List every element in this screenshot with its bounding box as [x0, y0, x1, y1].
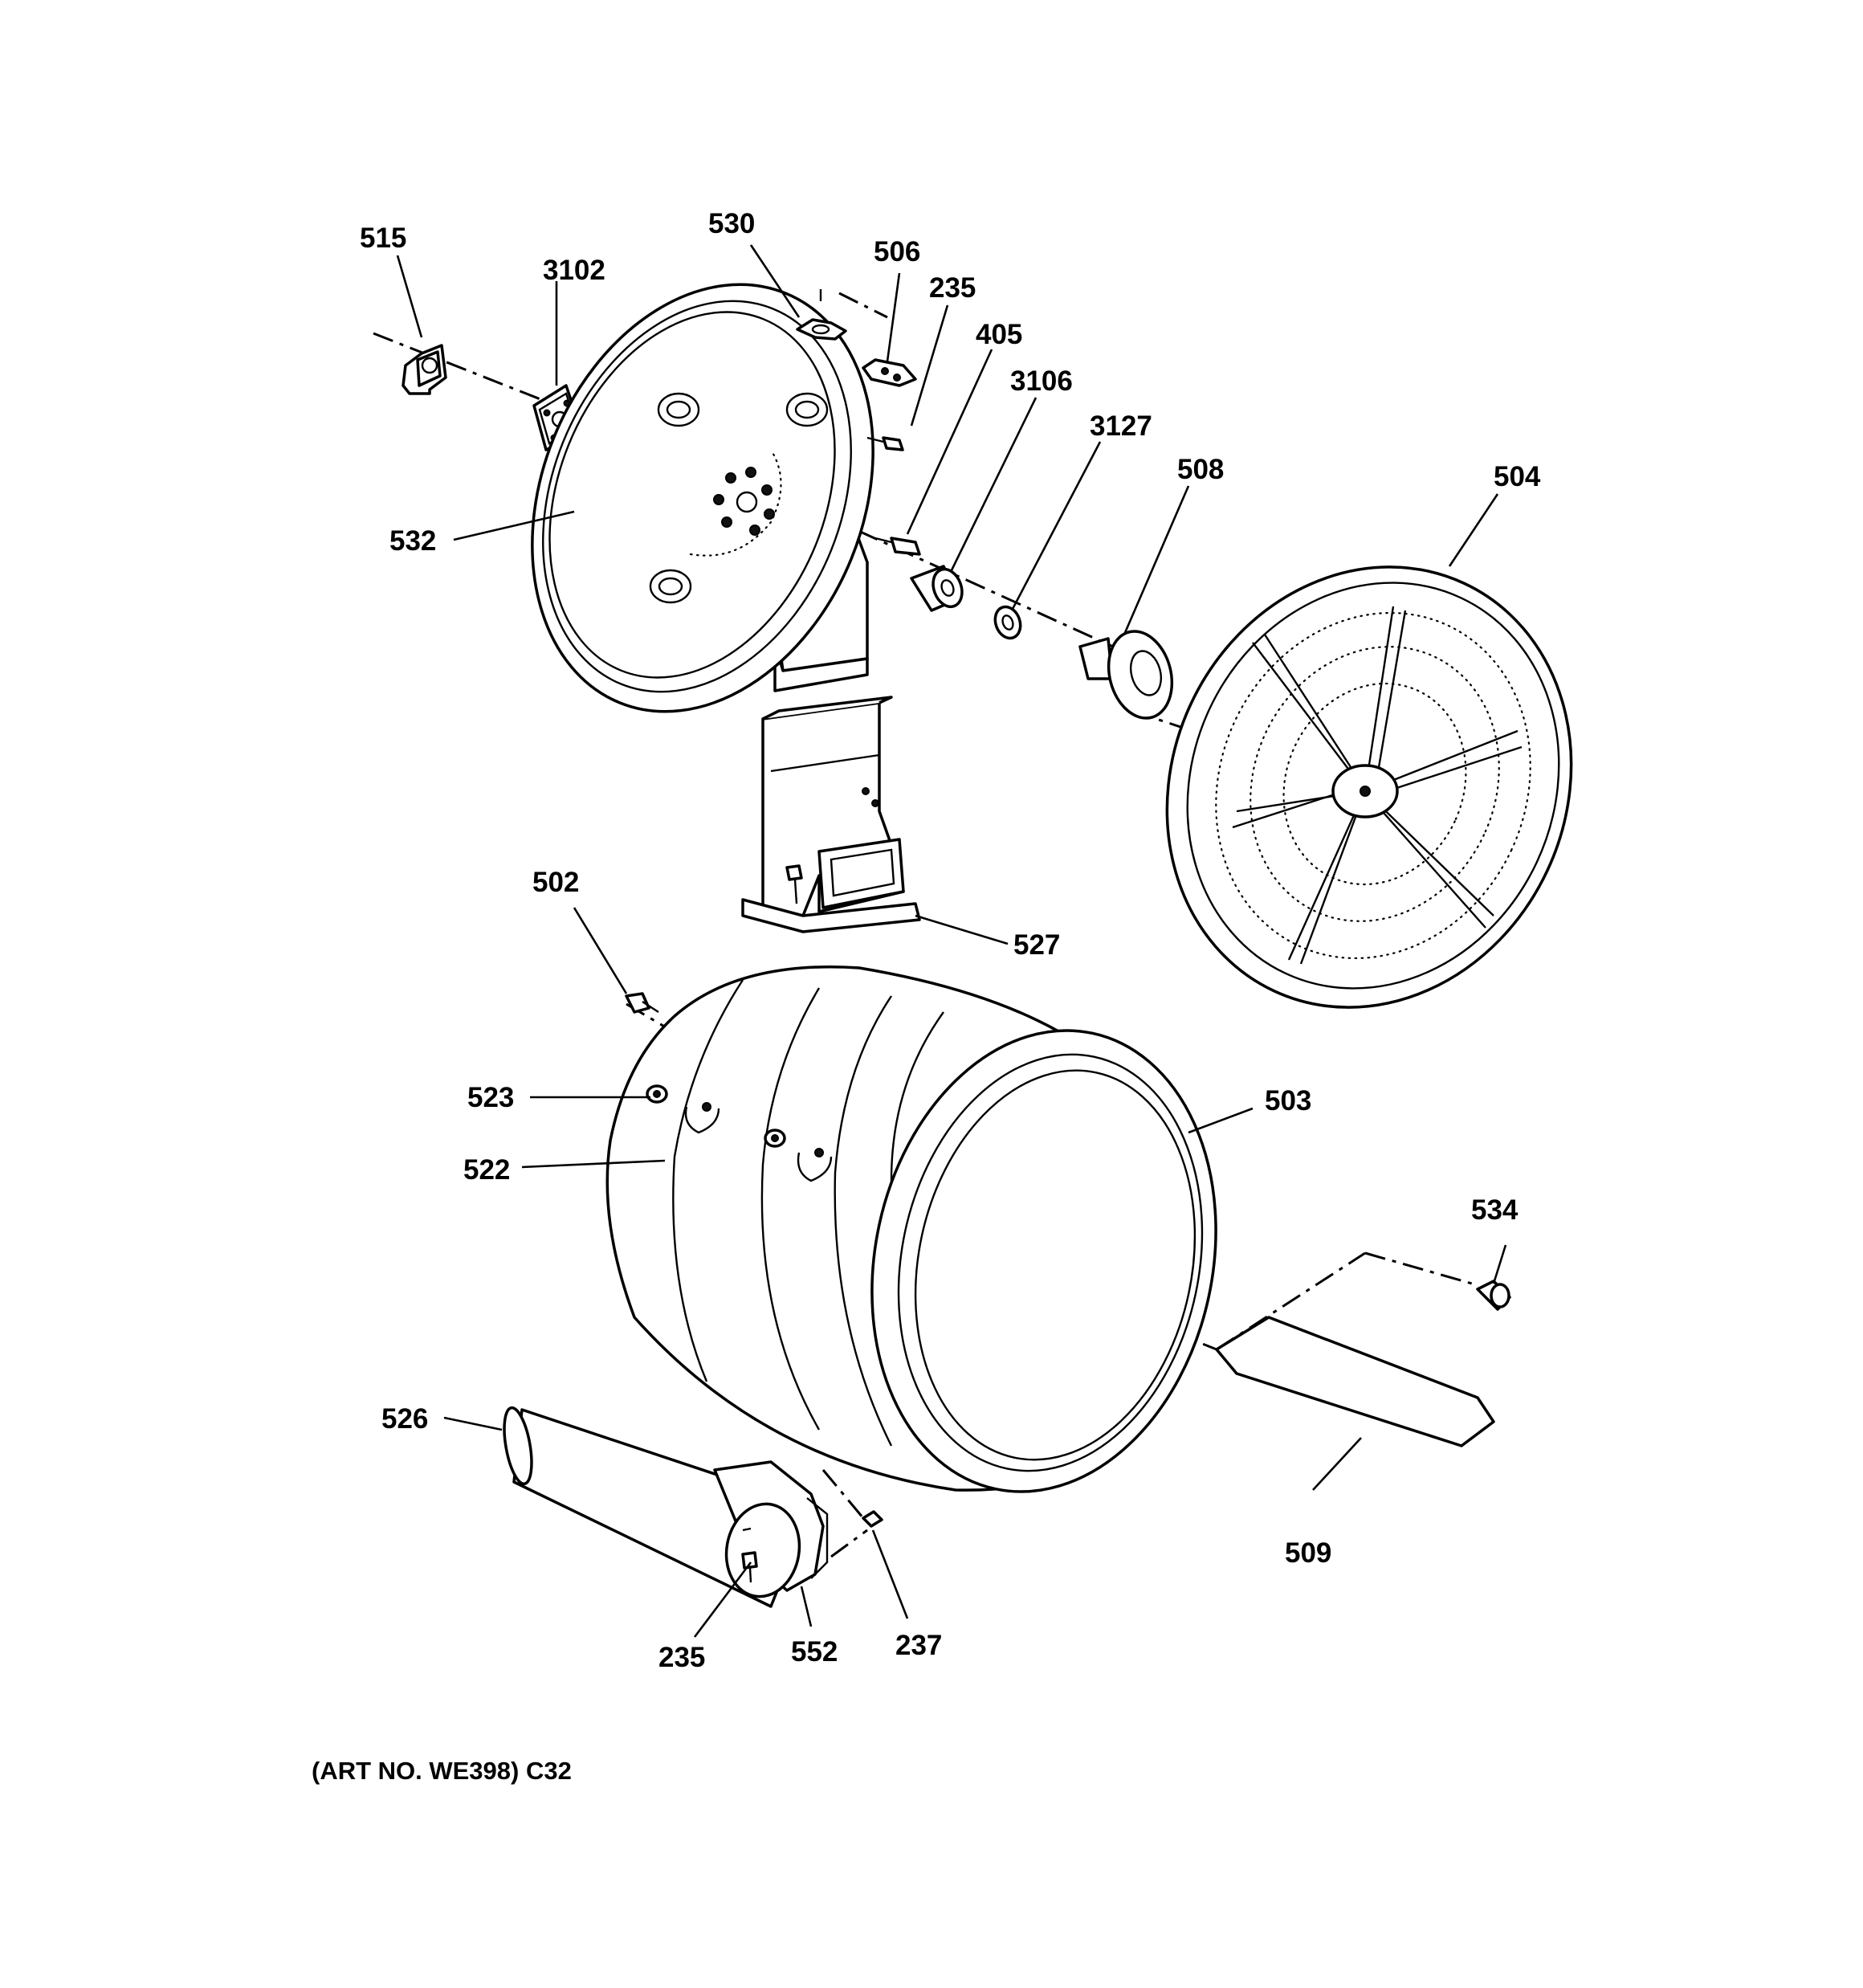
callout-405: 405	[976, 319, 1022, 350]
callout-3127: 3127	[1090, 410, 1152, 442]
part-506-bracket	[862, 358, 917, 387]
callout-502: 502	[532, 867, 579, 898]
callout-509: 509	[1285, 1537, 1331, 1569]
callout-235-top: 235	[929, 272, 976, 304]
part-509-baffle	[1215, 1316, 1495, 1447]
part-534-screw	[1476, 1280, 1511, 1311]
part-530-retainer	[796, 289, 847, 341]
callout-503: 503	[1265, 1085, 1311, 1116]
part-3106-bushing	[910, 565, 964, 612]
callout-515: 515	[360, 222, 406, 254]
callout-523: 523	[467, 1082, 514, 1113]
part-502-screw	[625, 992, 659, 1014]
part-3127-washer	[993, 605, 1022, 640]
callout-526: 526	[381, 1403, 428, 1435]
callout-506: 506	[874, 236, 920, 267]
callout-552: 552	[791, 1636, 838, 1668]
leader-lines	[396, 244, 1507, 1638]
callout-labels: 515 3102 530 506 235 405 3106 3127 508 5…	[360, 208, 1541, 1673]
callout-522: 522	[463, 1154, 510, 1186]
part-526-heater-housing	[503, 1406, 829, 1608]
callout-508: 508	[1177, 454, 1224, 485]
part-527-duct-assembly	[741, 696, 921, 933]
part-235-screw-top	[866, 436, 904, 451]
callout-504: 504	[1494, 461, 1541, 492]
callout-237: 237	[895, 1630, 942, 1661]
callout-530: 530	[708, 208, 755, 239]
callout-235-bottom: 235	[658, 1642, 705, 1673]
callout-532: 532	[389, 525, 436, 557]
part-237-screw	[862, 1510, 883, 1528]
art-number-caption: (ART NO. WE398) C32	[312, 1757, 572, 1785]
callout-534: 534	[1471, 1194, 1519, 1226]
part-515-bracket	[402, 344, 447, 395]
callout-527: 527	[1013, 929, 1060, 961]
part-405-screw	[874, 537, 921, 556]
part-504-drum-rear-panel	[1165, 565, 1573, 1009]
callout-3106: 3106	[1010, 365, 1073, 397]
part-532-rear-bulkhead	[531, 283, 874, 713]
part-508-drum-shaft	[1078, 630, 1174, 720]
callout-3102: 3102	[543, 255, 605, 286]
part-503-dryer-drum	[605, 965, 1217, 1493]
